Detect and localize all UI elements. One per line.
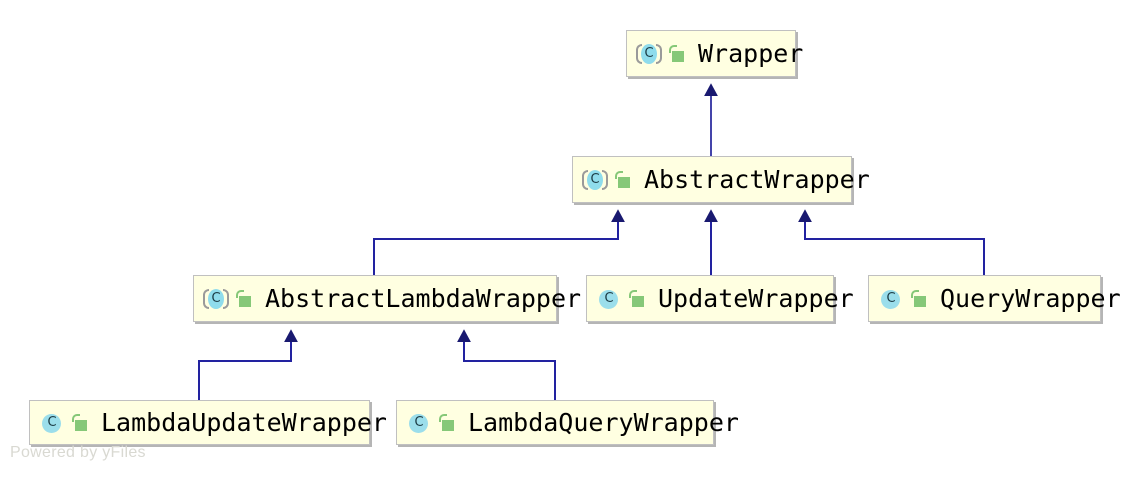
class-icon: C	[41, 412, 63, 434]
public-unlocked-icon	[628, 289, 645, 308]
class-node-update-wrapper[interactable]: C UpdateWrapper	[586, 275, 854, 322]
class-node-lambda-query-wrapper[interactable]: C LambdaQueryWrapper	[396, 400, 739, 445]
edge-lambdaupdatewrapper-to-abstractlambdawrapper	[198, 329, 298, 400]
class-node-lambda-update-wrapper[interactable]: C LambdaUpdateWrapper	[29, 400, 387, 445]
class-name-label: AbstractWrapper	[644, 165, 870, 194]
public-unlocked-icon	[668, 44, 685, 63]
abstract-class-icon: C	[582, 169, 608, 191]
class-name-label: UpdateWrapper	[658, 284, 854, 313]
abstract-class-icon: C	[636, 43, 662, 65]
edge-querywrapper-to-abstractwrapper	[798, 209, 985, 275]
class-icon: C	[880, 288, 902, 310]
class-node-wrapper[interactable]: C Wrapper	[626, 30, 803, 77]
public-unlocked-icon	[438, 413, 455, 432]
yfiles-watermark: Powered by yFiles	[10, 444, 146, 461]
class-node-query-wrapper[interactable]: C QueryWrapper	[868, 275, 1121, 322]
class-icon: C	[598, 288, 620, 310]
public-unlocked-icon	[910, 289, 927, 308]
class-name-label: LambdaUpdateWrapper	[101, 408, 387, 437]
class-name-label: AbstractLambdaWrapper	[265, 284, 582, 313]
class-node-abstract-wrapper[interactable]: C AbstractWrapper	[572, 156, 870, 203]
class-name-label: Wrapper	[698, 39, 804, 68]
class-icon: C	[408, 412, 430, 434]
abstract-class-icon: C	[203, 288, 229, 310]
class-node-abstract-lambda-wrapper[interactable]: C AbstractLambdaWrapper	[193, 275, 581, 322]
public-unlocked-icon	[235, 289, 252, 308]
edge-lambdaquerywrapper-to-abstractlambdawrapper	[457, 329, 556, 400]
class-name-label: QueryWrapper	[940, 284, 1121, 313]
public-unlocked-icon	[71, 413, 88, 432]
public-unlocked-icon	[614, 170, 631, 189]
edge-abstractlambdawrapper-to-abstractwrapper	[373, 209, 625, 275]
class-name-label: LambdaQueryWrapper	[468, 408, 739, 437]
